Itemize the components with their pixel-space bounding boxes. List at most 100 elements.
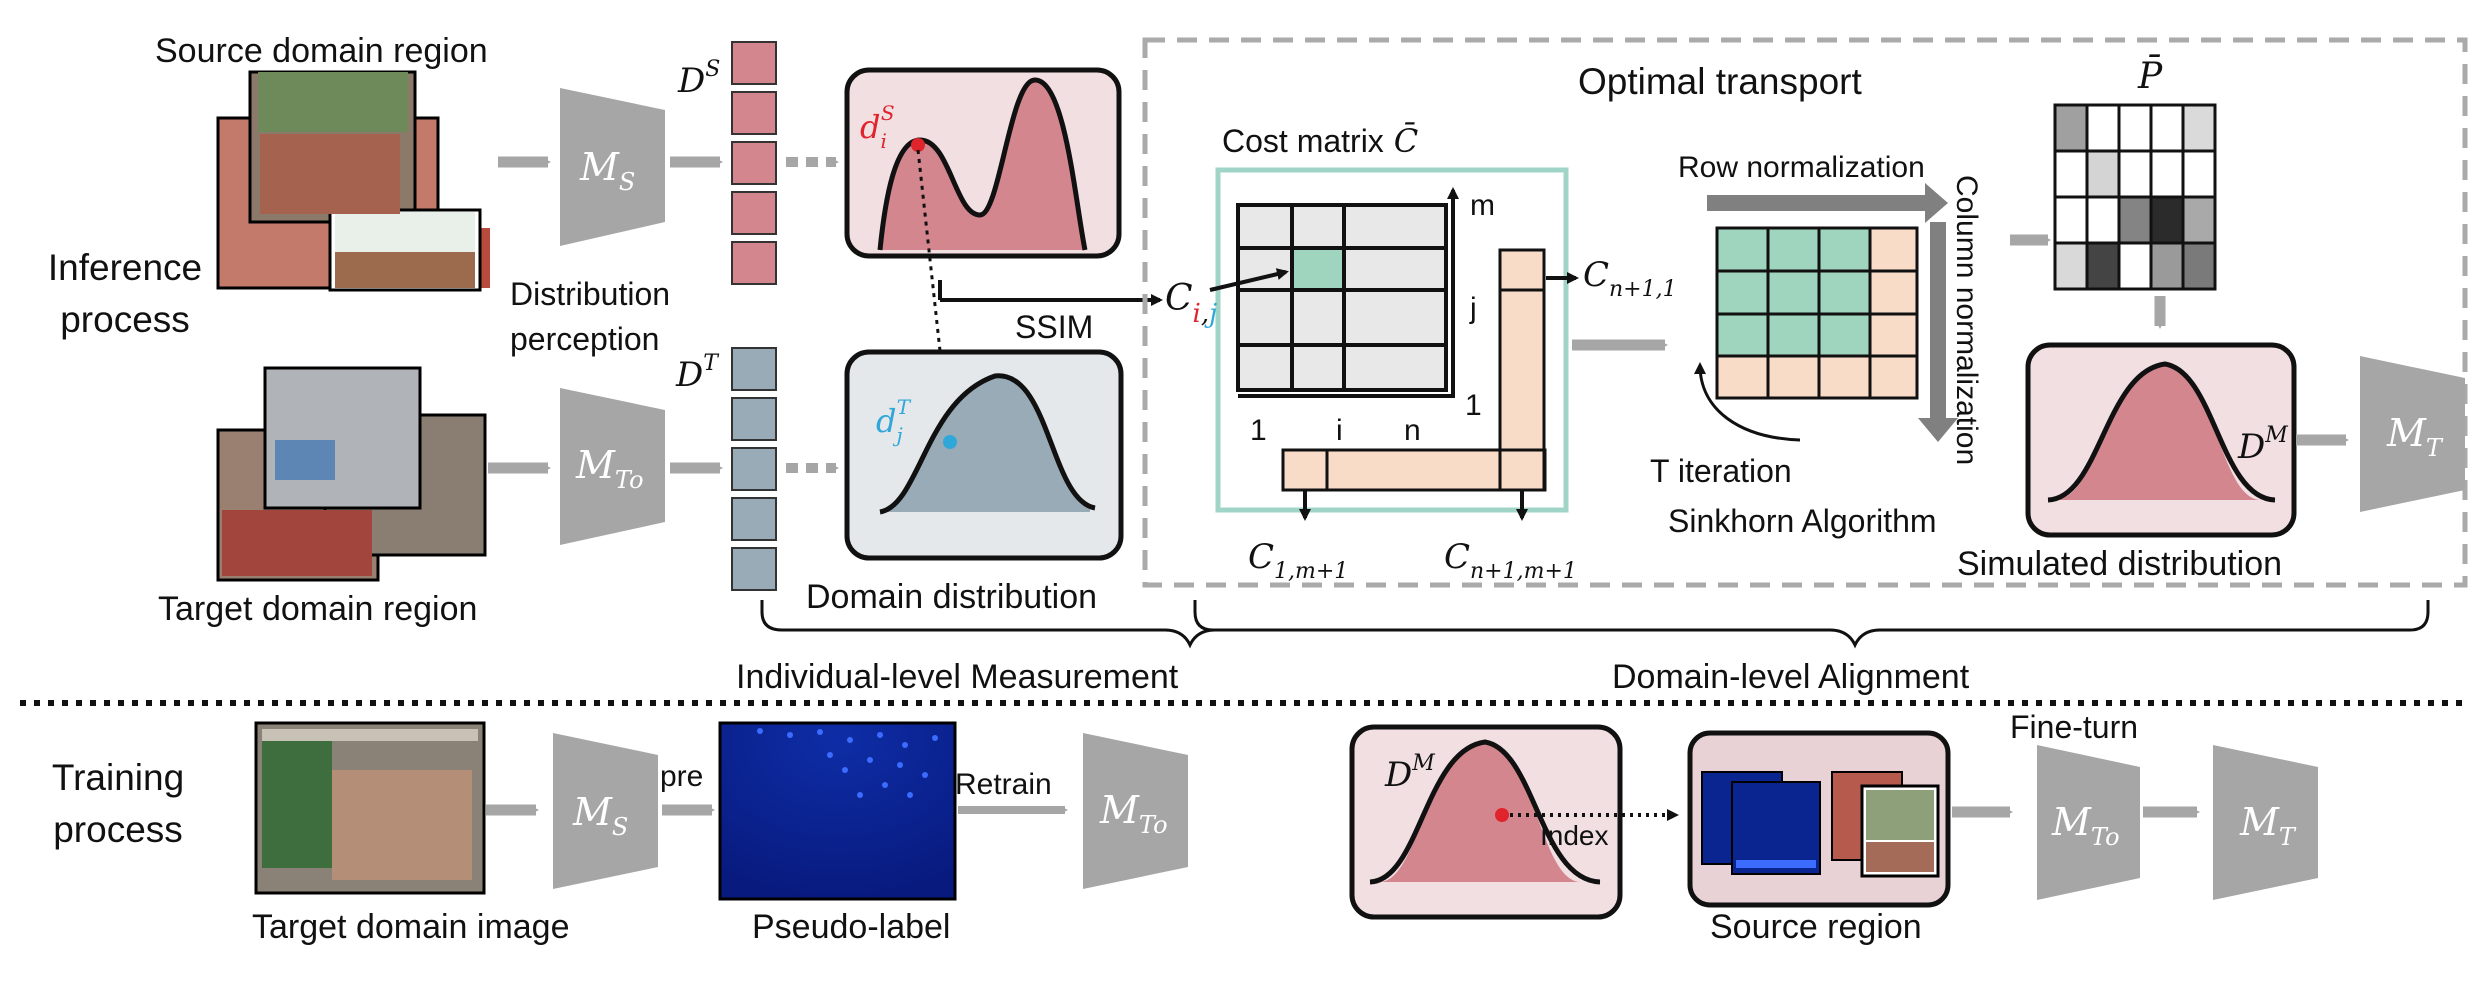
model-mt-inference xyxy=(2360,356,2465,512)
heatmap-spots xyxy=(757,728,938,798)
dt-cell xyxy=(731,547,777,591)
model-ms-training xyxy=(553,733,658,889)
column-normalization-arrow xyxy=(1918,222,1958,442)
cn1-label: Cn+1,1 xyxy=(1583,255,1677,302)
cost-matrix-grid xyxy=(1236,203,1448,392)
dt-cell xyxy=(731,497,777,541)
cnm-label: Cn+1,m+1 xyxy=(1444,537,1577,584)
target-domain-image-label: Target domain image xyxy=(252,908,570,946)
pseudo-label-label: Pseudo-label xyxy=(752,908,950,946)
pseudo-label-heatmap xyxy=(718,721,957,901)
simulated-distribution-label: Simulated distribution xyxy=(1957,545,2282,583)
axis-1-y: 1 xyxy=(1465,389,1482,422)
domain-level-label: Domain-level Alignment xyxy=(1612,658,1970,696)
source-image-stack xyxy=(216,70,490,292)
p-matrix xyxy=(2053,103,2217,291)
ds-cell xyxy=(731,41,777,85)
model-ms-inference xyxy=(560,88,665,246)
optimal-transport-title: Optimal transport xyxy=(1578,61,1862,102)
p-matrix-cell xyxy=(2085,195,2121,245)
model-mto-training xyxy=(1083,733,1188,889)
cost-matrix-frame xyxy=(1215,167,1569,513)
ds-vector xyxy=(731,41,777,285)
index-label: Index xyxy=(1540,820,1609,851)
c1m-label: C1,m+1 xyxy=(1248,537,1348,584)
p-matrix-cell xyxy=(2181,103,2217,153)
cij-label: Ci,j xyxy=(1165,278,1217,329)
optimal-transport-box xyxy=(1142,37,2468,588)
p-matrix-cell xyxy=(2149,195,2185,245)
training-label-2: process xyxy=(53,809,183,850)
simulated-distribution-curve xyxy=(2047,361,2276,503)
row-normalization-label: Row normalization xyxy=(1678,151,1925,184)
dm-training-label: DM xyxy=(1384,751,1435,795)
ds-cell xyxy=(731,91,777,135)
model-mto-inference xyxy=(560,388,665,545)
p-matrix-cell xyxy=(2149,149,2185,199)
model-ms-label: MS xyxy=(579,145,635,196)
target-photo-front xyxy=(263,366,422,510)
model-mto-finetune xyxy=(2037,745,2140,900)
p-matrix-cell xyxy=(2085,241,2121,291)
retrain-label: Retrain xyxy=(955,768,1052,801)
dt-cell xyxy=(731,347,777,391)
dt-cell xyxy=(731,397,777,441)
p-matrix-cell xyxy=(2085,103,2121,153)
t-iteration-label: T iteration xyxy=(1650,453,1792,489)
dt-cell xyxy=(731,447,777,491)
p-matrix-cell xyxy=(2117,149,2153,199)
axis-j: j xyxy=(1469,292,1477,325)
djt-label: djT xyxy=(876,395,912,447)
p-matrix-cell xyxy=(2149,103,2185,153)
brace-domain xyxy=(1193,600,2430,649)
domain-distribution-label: Domain distribution xyxy=(806,578,1097,616)
p-matrix-cell xyxy=(2117,241,2153,291)
t-iteration-arrow xyxy=(1694,362,1801,442)
p-matrix-cell xyxy=(2117,195,2153,245)
model-mto-train-label: MTo xyxy=(1099,788,1168,839)
ds-label: DS xyxy=(677,57,720,101)
model-mto-label: MTo xyxy=(575,443,644,494)
cij-arrow xyxy=(1209,268,1289,292)
sinkhorn-label: Sinkhorn Algorithm xyxy=(1668,503,1937,539)
ssim-label: SSIM xyxy=(1015,309,1093,345)
individual-level-label: Individual-level Measurement xyxy=(736,658,1179,696)
target-distribution-curve xyxy=(879,373,1096,515)
model-mt-ft-label: MT xyxy=(2239,800,2297,851)
axis-n: n xyxy=(1404,414,1421,447)
dis-point xyxy=(911,138,925,152)
p-matrix-cell xyxy=(2181,241,2217,291)
model-mto-ft-label: MTo xyxy=(2051,800,2120,851)
distribution-perception-1: Distribution xyxy=(510,276,670,312)
axis-1-x: 1 xyxy=(1250,414,1267,447)
inference-label-1: Inference xyxy=(48,247,202,288)
ds-cell xyxy=(731,241,777,285)
dm-index-point xyxy=(1495,808,1509,822)
row-normalization-arrow xyxy=(1707,183,1948,223)
dt-vector xyxy=(731,347,777,591)
dis-label: diS xyxy=(860,101,895,153)
p-matrix-cell xyxy=(2181,149,2217,199)
dm-training-curve xyxy=(1369,739,1601,885)
model-ms-train-label: MS xyxy=(572,790,628,841)
axis-m: m xyxy=(1470,189,1495,222)
dt-label: DT xyxy=(675,351,720,395)
column-normalization-label: Column normalization xyxy=(1950,175,1983,465)
p-matrix-cell xyxy=(2053,149,2089,199)
p-matrix-cell xyxy=(2117,103,2153,153)
axis-i: i xyxy=(1336,414,1343,447)
fine-turn-label: Fine-turn xyxy=(2010,709,2138,745)
p-matrix-cell xyxy=(2149,241,2185,291)
dm-label: DM xyxy=(2237,423,2288,467)
p-matrix-cell xyxy=(2053,241,2089,291)
sinkhorn-matrix xyxy=(1715,226,1919,400)
djt-point xyxy=(943,435,957,449)
p-matrix-cell xyxy=(2181,195,2217,245)
p-matrix-cell xyxy=(2085,149,2121,199)
target-image-stack xyxy=(216,366,487,582)
source-domain-region-label: Source domain region xyxy=(155,32,488,70)
extra-row xyxy=(1281,448,1547,492)
